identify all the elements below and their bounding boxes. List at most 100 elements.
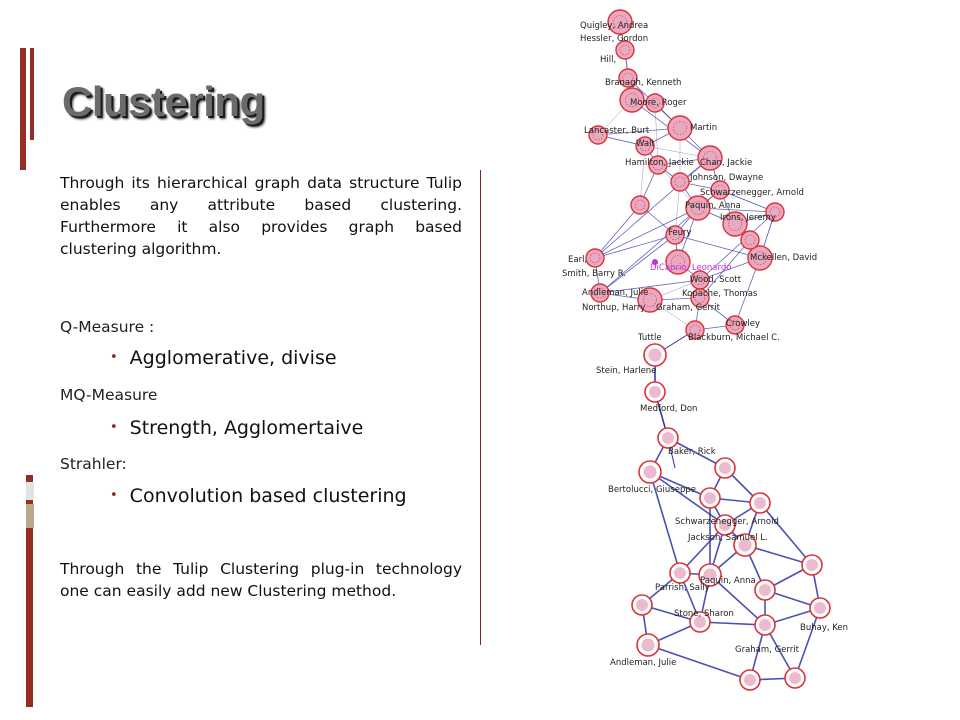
node-label: Moore, Roger	[630, 98, 687, 108]
node-label: Graham, Gerrit	[735, 645, 800, 655]
cluster-node-inner	[703, 151, 717, 165]
graph-edge	[699, 239, 751, 299]
cluster-node	[722, 211, 748, 237]
section-label-mq-measure: MQ-Measure	[60, 386, 158, 404]
graph-edge	[699, 211, 776, 281]
cluster-node	[607, 9, 633, 35]
node-label: Northup, Harry	[582, 303, 645, 313]
node-label: Blackburn, Michael C.	[688, 333, 780, 343]
bullet-item-q-measure: • Agglomerative, divise	[110, 347, 337, 369]
graph-edge	[654, 102, 659, 166]
graph-edge	[597, 127, 681, 136]
node-label: Schwarzenegger, Arnold	[700, 188, 804, 198]
cluster-node-inner	[694, 292, 706, 304]
cluster-node-inner	[744, 234, 756, 246]
cluster-node-inner	[674, 176, 686, 188]
cluster-node	[670, 172, 690, 192]
graph-labels: Quigley, Andrea Hessler, Gordon Hill, Br…	[562, 21, 848, 668]
node-label: Smith, Barry R.	[562, 269, 626, 279]
cluster-node	[685, 320, 705, 340]
outro-paragraph: Through the Tulip Clustering plug-in tec…	[60, 560, 462, 600]
cluster-node	[618, 68, 638, 88]
graph-edge	[649, 471, 681, 574]
quotient-node-fill	[662, 432, 674, 444]
cluster-node	[645, 93, 665, 113]
cluster-node-inner	[625, 93, 639, 107]
cluster-node-inner	[728, 217, 742, 231]
node-label: Earl,	[568, 255, 587, 265]
node-label: Mckellen, David	[750, 253, 817, 263]
graph-edge	[594, 234, 676, 259]
quotient-node-fill	[704, 492, 716, 504]
section-label-strahler: Strahler:	[60, 455, 127, 473]
cluster-node	[637, 287, 663, 313]
cluster-node-inner	[689, 324, 701, 336]
cluster-node-inner	[594, 287, 606, 299]
cluster-node-inner	[649, 97, 661, 109]
cluster-node-inner	[622, 72, 634, 84]
bullet-text: Convolution based clustering	[129, 485, 407, 507]
node-label: Wood, Scott	[690, 275, 742, 285]
accent-bar-top-left	[20, 48, 26, 170]
node-label: Chan, Jackie	[700, 158, 752, 168]
cluster-node	[667, 115, 693, 141]
bullet-item-strahler: •Convolution based clustering	[110, 485, 407, 507]
cluster-node-inner	[592, 129, 604, 141]
column-divider	[480, 170, 481, 645]
bullet-text: Strength, Agglomertaive	[129, 417, 364, 439]
node-label: Stein, Harlene	[596, 366, 656, 376]
cluster-node	[588, 125, 608, 145]
cluster-node-inner	[691, 201, 705, 215]
accent-bar-top-left-thin	[30, 48, 34, 140]
cluster-node	[685, 195, 711, 221]
graph-edge	[594, 204, 641, 259]
quotient-node-fill	[814, 602, 826, 614]
quotient-node-fill	[694, 616, 706, 628]
node-label: Quigley, Andrea	[580, 21, 648, 31]
graph-edge	[709, 574, 766, 626]
node-label: Medford, Don	[640, 404, 697, 414]
cluster-node-inner	[769, 206, 781, 218]
cluster-node-inner	[643, 293, 657, 307]
node-label: Walt	[636, 139, 655, 149]
quotient-node-fill	[719, 519, 731, 531]
bullet-dot-icon: •	[110, 350, 118, 365]
node-label: Parrish, Sally	[655, 583, 710, 593]
cluster-node-inner	[729, 319, 741, 331]
node-label-highlight: DiCaprio, Leonardo	[650, 263, 731, 273]
node-label: Paquin, Anna	[700, 576, 756, 586]
graph-edge	[594, 207, 699, 259]
cluster-node	[585, 248, 605, 268]
quotient-node-fill	[674, 567, 686, 579]
quotient-node-fill	[649, 386, 661, 398]
node-label: Graham, Gerrit	[656, 303, 721, 313]
accent-bar-bottom-left	[26, 475, 33, 707]
quotient-node-fill	[641, 638, 655, 652]
graph-edge	[639, 145, 646, 206]
accent-square-light	[26, 482, 34, 500]
cluster-node	[615, 40, 635, 60]
node-label: Bertolucci, Giuseppe	[608, 485, 696, 495]
node-label: Branagh, Kenneth	[605, 78, 681, 88]
node-label: Jackson, Samuel L.	[687, 533, 768, 543]
cluster-node	[590, 283, 610, 303]
bullet-text: Agglomerative, divise	[129, 347, 337, 369]
cluster-node-inner	[639, 140, 651, 152]
cluster-node	[710, 180, 730, 200]
quotient-node-fill	[738, 538, 752, 552]
cluster-node-inner	[669, 229, 681, 241]
cluster-node-inner	[671, 255, 685, 269]
cluster-node	[630, 195, 650, 215]
cluster-node	[635, 136, 655, 156]
graph-edge	[794, 607, 821, 679]
cluster-node-inner	[694, 274, 706, 286]
graph-nodes	[585, 9, 831, 691]
cluster-node	[740, 230, 760, 250]
clustered-graph-figure: Quigley, Andrea Hessler, Gordon Hill, Br…	[562, 9, 848, 691]
slide-title: Clustering	[62, 78, 265, 125]
section-label-q-measure: Q-Measure :	[60, 318, 155, 336]
quotient-node-fill	[636, 599, 648, 611]
node-label: Paquin, Anna	[685, 201, 741, 211]
node-label: Johnson, Dwayne	[689, 173, 763, 183]
graph-edge	[594, 157, 711, 259]
